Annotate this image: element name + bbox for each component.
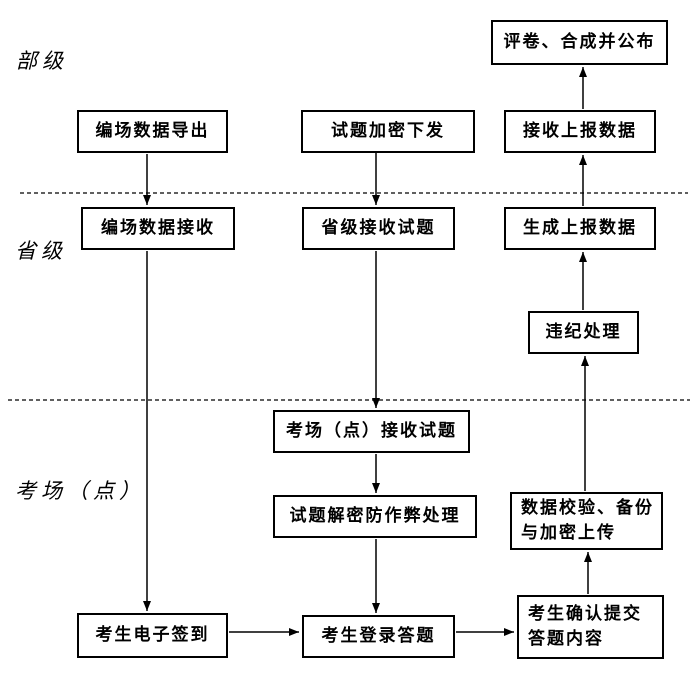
node-exam-room-data-export: 编场数据导出 xyxy=(77,110,228,153)
node-candidate-confirm-submit: 考生确认提交 答题内容 xyxy=(517,595,664,659)
node-candidate-esign-in: 考生电子签到 xyxy=(77,613,228,658)
node-generate-report-data: 生成上报数据 xyxy=(504,207,656,250)
node-site-receive-papers: 考场（点）接收试题 xyxy=(273,410,470,453)
node-paper-decrypt-anticheat: 试题解密防作弊处理 xyxy=(273,495,477,538)
node-candidate-login-answer: 考生登录答题 xyxy=(302,615,455,658)
node-receive-reported-data: 接收上报数据 xyxy=(504,110,656,153)
lane-label-ministry: 部级 xyxy=(16,49,68,73)
node-data-verify-backup-upload: 数据校验、备份 与加密上传 xyxy=(510,492,663,550)
lane-label-site: 考场（点） xyxy=(15,479,145,503)
node-violation-handling: 违纪处理 xyxy=(528,311,639,354)
node-scoring-merge-publish: 评卷、合成并公布 xyxy=(491,20,668,65)
node-exam-room-data-receive: 编场数据接收 xyxy=(81,207,235,250)
lane-label-province: 省级 xyxy=(15,239,67,263)
node-encrypted-paper-distribution: 试题加密下发 xyxy=(301,110,475,153)
node-province-receive-papers: 省级接收试题 xyxy=(302,207,455,250)
